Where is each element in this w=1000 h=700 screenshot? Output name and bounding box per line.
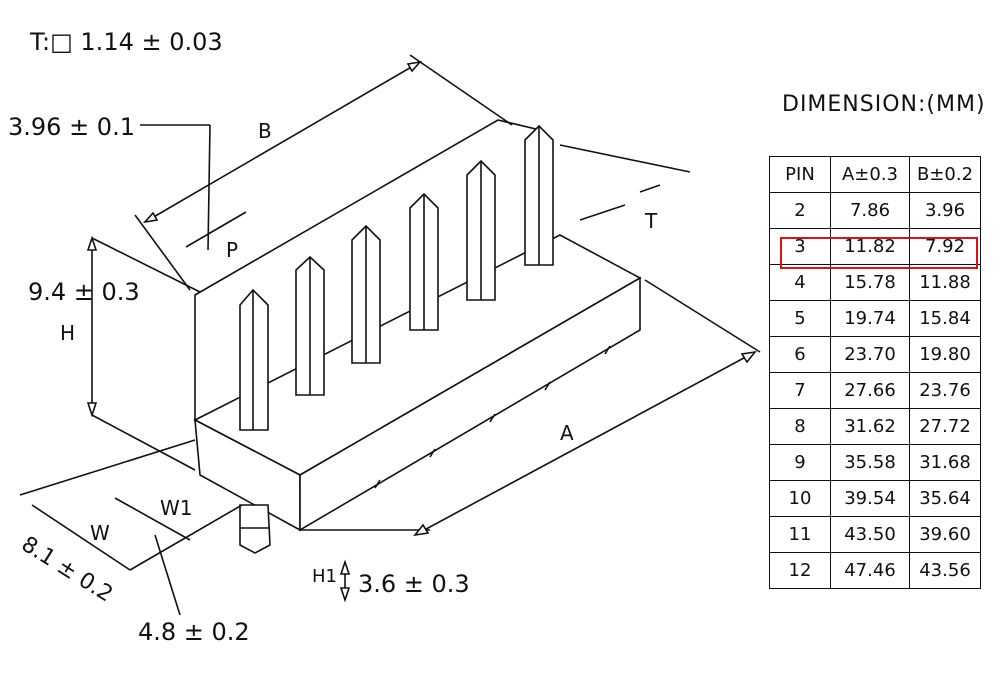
cell-b: 15.84 xyxy=(909,300,981,337)
cell-b: 43.56 xyxy=(909,552,981,589)
cell-b: 11.88 xyxy=(909,264,981,301)
pin xyxy=(351,224,381,364)
cell-a: 19.74 xyxy=(830,300,910,337)
cell-pin: 12 xyxy=(769,552,831,589)
table-row: 3 11.82 7.92 xyxy=(769,228,981,265)
pin xyxy=(239,288,269,431)
cell-pin: 6 xyxy=(769,336,831,373)
a-label: A xyxy=(560,421,574,445)
b-label: B xyxy=(258,119,272,143)
cell-pin: 10 xyxy=(769,480,831,517)
table-row: 9 35.58 31.68 xyxy=(769,444,981,481)
housing-side xyxy=(299,276,641,532)
cell-pin: 4 xyxy=(769,264,831,301)
table-row: 2 7.86 3.96 xyxy=(769,192,981,229)
pin xyxy=(524,124,554,266)
cell-pin: 2 xyxy=(769,192,831,229)
table-row: 11 43.50 39.60 xyxy=(769,516,981,553)
dimension-table: PIN A±0.3 B±0.2 2 7.86 3.96 3 11.82 7.92… xyxy=(769,156,981,589)
cell-pin: 8 xyxy=(769,408,831,445)
cell-pin: 7 xyxy=(769,372,831,409)
pitch-value-label: 3.96 ± 0.1 xyxy=(8,113,135,141)
pin xyxy=(466,159,496,301)
table-row: 7 27.66 23.76 xyxy=(769,372,981,409)
table-row: 5 19.74 15.84 xyxy=(769,300,981,337)
housing-notches xyxy=(374,345,611,489)
h1-value-label: 3.6 ± 0.3 xyxy=(358,570,470,598)
arrowheads xyxy=(86,60,757,603)
cell-a: 35.58 xyxy=(830,444,910,481)
t-label: T xyxy=(644,209,658,233)
cell-a: 39.54 xyxy=(830,480,910,517)
cell-b: 23.76 xyxy=(909,372,981,409)
connector-pins xyxy=(239,124,554,554)
cell-pin: 11 xyxy=(769,516,831,553)
cell-a: 15.78 xyxy=(830,264,910,301)
cell-a: 47.46 xyxy=(830,552,910,589)
dimension-title: DIMENSION:(MM) xyxy=(782,92,986,117)
table-header-row: PIN A±0.3 B±0.2 xyxy=(769,156,981,193)
w1-label: W1 xyxy=(160,496,193,520)
cell-b: 39.60 xyxy=(909,516,981,553)
thickness-label: T:□ 1.14 ± 0.03 xyxy=(29,28,223,56)
cell-b: 19.80 xyxy=(909,336,981,373)
cell-a: 31.62 xyxy=(830,408,910,445)
cell-a: 11.82 xyxy=(830,228,910,265)
table-row: 6 23.70 19.80 xyxy=(769,336,981,373)
height-value-label: 9.4 ± 0.3 xyxy=(28,278,140,306)
w-label: W xyxy=(90,521,110,545)
cell-b: 7.92 xyxy=(909,228,981,265)
table-row: 12 47.46 43.56 xyxy=(769,552,981,589)
pin-tail xyxy=(239,504,271,554)
cell-a: 43.50 xyxy=(830,516,910,553)
highlight-box xyxy=(780,237,978,269)
cell-pin: 5 xyxy=(769,300,831,337)
p-label: P xyxy=(226,238,238,262)
dimension-lines xyxy=(19,54,761,616)
h-label: H xyxy=(60,321,75,345)
cell-b: 27.72 xyxy=(909,408,981,445)
cell-pin: 9 xyxy=(769,444,831,481)
pin xyxy=(295,255,325,396)
table-row: 8 31.62 27.72 xyxy=(769,408,981,445)
header-b: B±0.2 xyxy=(909,156,981,193)
h1-label: H1 xyxy=(312,566,337,587)
table-row: 4 15.78 11.88 xyxy=(769,264,981,301)
table-row: 10 39.54 35.64 xyxy=(769,480,981,517)
pin xyxy=(409,192,439,331)
cell-b: 31.68 xyxy=(909,444,981,481)
cell-b: 35.64 xyxy=(909,480,981,517)
cell-a: 23.70 xyxy=(830,336,910,373)
cell-b: 3.96 xyxy=(909,192,981,229)
header-a: A±0.3 xyxy=(830,156,910,193)
header-pin: PIN xyxy=(769,156,831,193)
cell-a: 27.66 xyxy=(830,372,910,409)
w1-value-label: 4.8 ± 0.2 xyxy=(138,618,250,646)
cell-a: 7.86 xyxy=(830,192,910,229)
